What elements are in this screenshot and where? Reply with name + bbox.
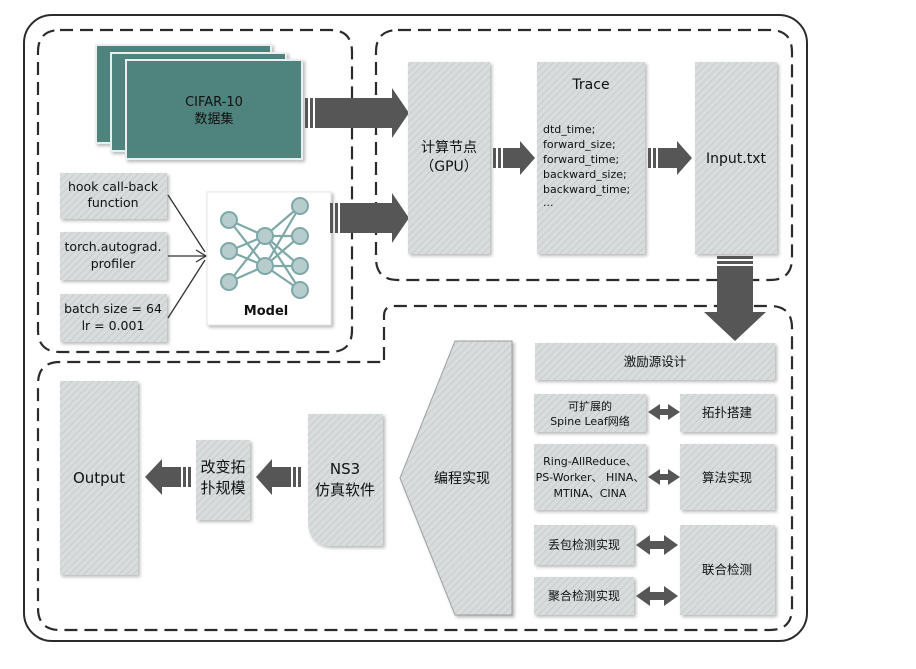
trace-line: dtd_time;: [543, 123, 595, 136]
algorithms-box: Ring-AllReduce、 PS-Worker、 HINA、 MTINA、C…: [534, 444, 646, 510]
svg-text:改变拓: 改变拓: [200, 458, 245, 476]
data-collection-group: [36, 28, 354, 354]
dataset-name: CIFAR-10: [185, 95, 243, 110]
input-file-label: Input.txt: [706, 151, 766, 167]
svg-text:编程实现: 编程实现: [434, 471, 490, 487]
arrow-algorithms-impl: [648, 469, 680, 485]
outer-frame: [23, 14, 808, 642]
trace-line: forward_time;: [543, 153, 619, 166]
arrow-ns3-to-change: [256, 459, 301, 495]
svg-text:batch size = 64: batch size = 64: [64, 301, 162, 316]
svg-text:MTINA、CINA: MTINA、CINA: [554, 487, 627, 500]
svg-text:聚合检测实现: 聚合检测实现: [548, 588, 620, 603]
model-label: Model: [244, 304, 288, 319]
arrow-model-to-compute: [330, 193, 409, 243]
trace-line: backward_size;: [543, 168, 627, 181]
arrow-aggregation-joint: [636, 586, 678, 606]
joint-detection-box: 联合检测: [680, 525, 775, 615]
trace-line: forward_size;: [543, 138, 616, 151]
neural-network-model: Model: [206, 191, 332, 326]
svg-text:torch.autograd.: torch.autograd.: [65, 239, 162, 254]
output-box: Output: [60, 381, 138, 575]
packet-loss-box: 丢包检测实现: [534, 525, 634, 565]
programming-implementation: 编程实现: [399, 340, 513, 616]
algorithm-impl-box: 算法实现: [680, 444, 775, 510]
svg-text:profiler: profiler: [91, 256, 136, 271]
arrow-dataset-to-compute: [305, 88, 409, 138]
svg-text:function: function: [87, 195, 138, 210]
input-file-box: Input.txt: [695, 62, 777, 254]
svg-text:Ring-AllReduce、: Ring-AllReduce、: [543, 455, 637, 468]
svg-text:hook call-back: hook call-back: [68, 179, 159, 194]
svg-text:仿真软件: 仿真软件: [315, 481, 375, 499]
svg-text:Output: Output: [73, 469, 125, 487]
trace-line: ...: [543, 196, 554, 209]
excitation-design-box: 激励源设计: [535, 343, 775, 380]
compute-node: 计算节点 （GPU）: [408, 62, 490, 254]
dataset-caption: 数据集: [194, 111, 233, 127]
arrow-input-to-excitation: [704, 256, 766, 341]
svg-text:激励源设计: 激励源设计: [624, 354, 687, 369]
arrow-compute-to-trace: [493, 141, 535, 175]
svg-text:（GPU）: （GPU）: [420, 159, 478, 175]
trace-box: Trace dtd_time; forward_size; forward_ti…: [537, 62, 645, 254]
hook-callback-box: hook call-back function: [60, 173, 167, 219]
change-topology-box: 改变拓 扑规模: [196, 440, 250, 520]
trace-title: Trace: [571, 77, 609, 93]
aggregation-box: 聚合检测实现: [534, 577, 634, 615]
simulation-group: [36, 304, 794, 632]
svg-text:Spine Leaf网络: Spine Leaf网络: [550, 414, 630, 428]
ns3-simulator-box: NS3 仿真软件: [308, 414, 383, 546]
svg-text:扑规模: 扑规模: [200, 479, 245, 497]
arrow-spine-topology: [648, 404, 680, 420]
svg-text:lr = 0.001: lr = 0.001: [82, 318, 145, 333]
hyperparameter-box: batch size = 64 lr = 0.001: [60, 294, 167, 342]
input-connectors: [167, 194, 208, 319]
topology-build-box: 拓扑搭建: [680, 394, 775, 432]
arrow-trace-to-input: [648, 141, 692, 175]
svg-text:计算节点: 计算节点: [421, 140, 477, 156]
arrow-packet-loss-joint: [636, 535, 678, 555]
svg-text:丢包检测实现: 丢包检测实现: [548, 537, 620, 552]
svg-text:NS3: NS3: [330, 460, 360, 478]
network-nodes: [220, 197, 309, 299]
svg-text:拓扑搭建: 拓扑搭建: [702, 405, 753, 420]
arrow-change-to-output: [145, 459, 191, 495]
svg-text:联合检测: 联合检测: [702, 562, 752, 577]
svg-text:PS-Worker、 HINA、: PS-Worker、 HINA、: [536, 471, 645, 484]
trace-line: backward_time;: [543, 183, 630, 196]
svg-text:可扩展的: 可扩展的: [568, 399, 612, 413]
dataset-stack: CIFAR-10 数据集: [95, 44, 303, 160]
svg-text:算法实现: 算法实现: [702, 470, 752, 485]
trace-generation-group: [374, 28, 794, 282]
profiler-box: torch.autograd. profiler: [60, 232, 167, 280]
spine-leaf-box: 可扩展的 Spine Leaf网络: [534, 394, 646, 432]
